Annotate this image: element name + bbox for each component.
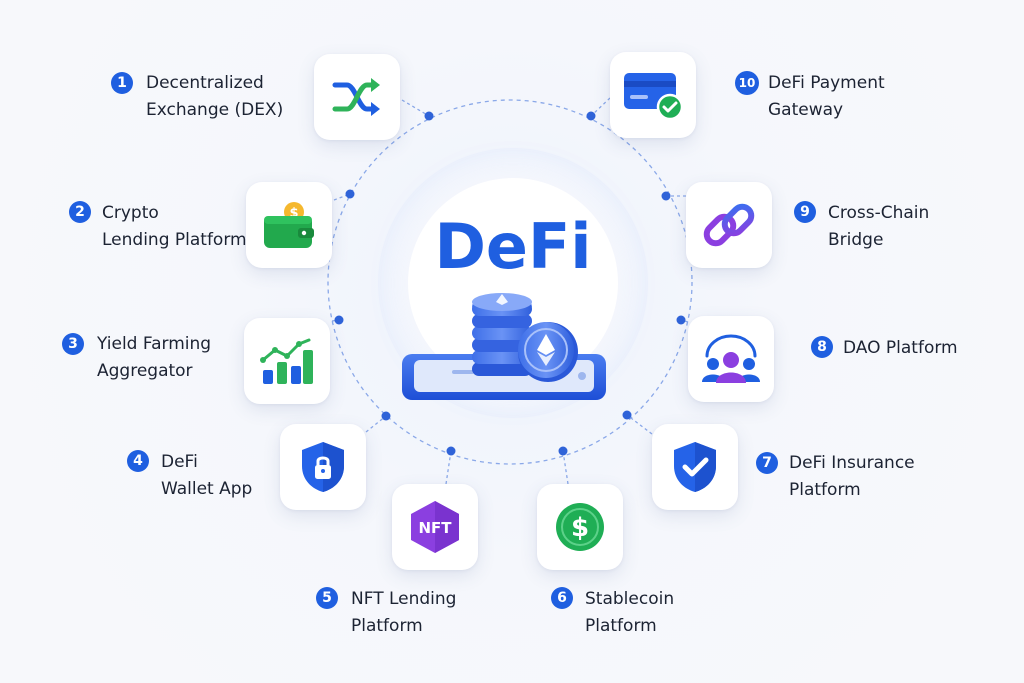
ethereum-coin-stack-icon <box>402 293 606 400</box>
connector-dot <box>446 446 456 456</box>
icon-card-yield <box>244 318 330 404</box>
shield-lock-icon <box>302 442 344 492</box>
item-number-badge: 4 <box>127 450 149 472</box>
icon-card-insurance <box>652 424 738 510</box>
community-group-icon <box>702 334 760 383</box>
item-number-badge: 9 <box>794 201 816 223</box>
connector-line <box>365 415 387 433</box>
icon-card-nft: NFT <box>392 484 478 570</box>
item-label-lending: Crypto Lending Platform <box>102 203 247 250</box>
connector-line <box>445 450 452 485</box>
center-title: DeFi <box>434 210 592 283</box>
item-label-yield: Yield Farming Aggregator <box>97 334 212 381</box>
icon-card-bridge <box>686 182 772 268</box>
item-label-insurance: DeFi Insurance Platform <box>789 453 915 500</box>
svg-text:NFT: NFT <box>418 519 452 537</box>
svg-text:$: $ <box>289 206 298 221</box>
connector-line <box>331 319 340 322</box>
shuffle-arrows-icon <box>332 78 380 116</box>
connector-line <box>626 414 653 435</box>
item-number-badge: 2 <box>69 201 91 223</box>
nft-hexagon-icon: NFT <box>411 501 459 553</box>
icon-card-lending: $ <box>246 182 332 268</box>
item-label-bridge: Cross-Chain Bridge <box>828 203 930 250</box>
item-label-dex: Decentralized Exchange (DEX) <box>146 73 284 120</box>
item-label-wallet: DeFi Wallet App <box>161 452 253 499</box>
credit-card-check-icon <box>624 73 684 121</box>
item-label-nft: NFT Lending Platform <box>351 589 457 636</box>
icon-card-wallet <box>280 424 366 510</box>
connector-dot <box>345 189 355 199</box>
connector-line <box>590 97 611 117</box>
dashed-ring <box>327 99 693 465</box>
connector-line <box>401 99 430 117</box>
svg-text:$: $ <box>571 513 589 543</box>
connector-dot <box>661 191 671 201</box>
connector-dot <box>424 111 434 121</box>
item-number-badge: 6 <box>551 587 573 609</box>
connector-dot <box>558 446 568 456</box>
icon-card-dex <box>314 54 400 140</box>
icon-card-stablecoin: $ <box>537 484 623 570</box>
item-number-badge: 10 <box>735 71 759 95</box>
connector-line <box>562 450 569 485</box>
connector-dot <box>334 315 344 325</box>
item-label-payment: DeFi Payment Gateway <box>768 73 885 120</box>
item-number-badge: 7 <box>756 452 778 474</box>
connector-spokes <box>331 97 689 485</box>
item-number-badge: 3 <box>62 333 84 355</box>
icon-card-dao <box>688 316 774 402</box>
item-number-badge: 1 <box>111 72 133 94</box>
icon-card-payment <box>610 52 696 138</box>
connector-dot <box>676 315 686 325</box>
item-label-stablecoin: Stablecoin Platform <box>585 589 675 636</box>
connector-dot <box>622 410 632 420</box>
growth-chart-icon <box>260 338 313 384</box>
connector-dot <box>586 111 596 121</box>
item-number-badge: 8 <box>811 336 833 358</box>
dollar-coin-icon: $ <box>556 503 604 551</box>
item-number-badge: 5 <box>316 587 338 609</box>
shield-check-icon <box>674 442 716 492</box>
chain-link-icon <box>703 203 755 247</box>
item-label-dao: DAO Platform <box>843 338 958 358</box>
connector-dot <box>381 411 391 421</box>
wallet-coin-icon: $ <box>264 202 314 248</box>
